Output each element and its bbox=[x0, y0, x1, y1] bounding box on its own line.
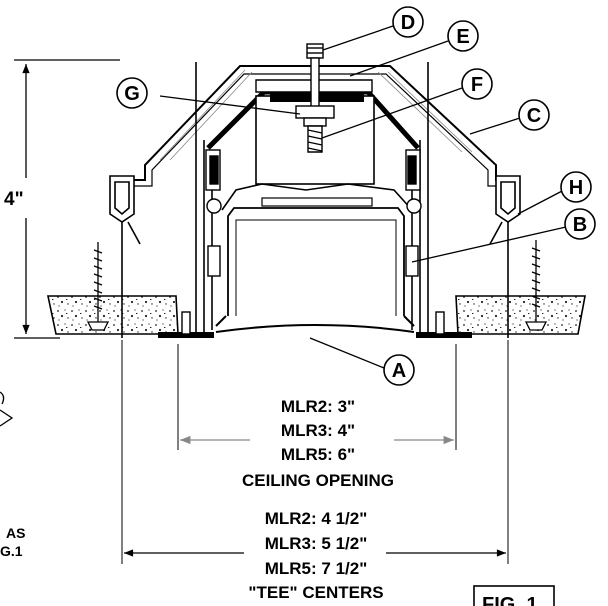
dimension-extension-lines bbox=[121, 340, 509, 564]
trim-flange-left bbox=[158, 332, 214, 338]
tee-centers-mlr3: MLR3: 5 1/2" bbox=[265, 534, 368, 553]
lens bbox=[215, 324, 415, 333]
left-note-line2: G.1 bbox=[0, 543, 23, 559]
callout-f: F bbox=[461, 68, 493, 100]
ceiling-tile-left bbox=[47, 295, 179, 335]
reflector bbox=[221, 183, 413, 211]
callout-e: E bbox=[447, 20, 479, 52]
ceiling-opening-mlr5: MLR5: 6" bbox=[281, 445, 355, 464]
callout-a: A bbox=[383, 354, 415, 386]
tee-centers-caption: "TEE" CENTERS bbox=[248, 583, 383, 602]
ceiling-tile-right bbox=[455, 295, 586, 335]
spring-clip-left bbox=[205, 149, 222, 277]
figure-label-box bbox=[473, 585, 555, 606]
tee-left bbox=[181, 311, 191, 335]
screw-left bbox=[86, 242, 110, 331]
housing-hatch bbox=[159, 69, 473, 161]
ceiling-opening-caption: CEILING OPENING bbox=[242, 471, 394, 490]
callout-f-letter: F bbox=[471, 74, 483, 96]
callout-g: G bbox=[116, 77, 148, 109]
callout-e-letter: E bbox=[456, 26, 469, 48]
reflector-plate bbox=[261, 197, 373, 207]
figure-label: FIG. 1 bbox=[482, 594, 538, 606]
trim-bucket-inner bbox=[235, 219, 397, 316]
spring-clip-right bbox=[405, 149, 422, 277]
bolt-assembly bbox=[295, 43, 335, 153]
callout-a-letter: A bbox=[392, 360, 406, 382]
hanger-clip-left bbox=[109, 175, 141, 338]
callout-h: H bbox=[560, 171, 592, 203]
trim-bucket bbox=[227, 207, 405, 316]
ceiling-opening-mlr2: MLR2: 3" bbox=[281, 397, 355, 416]
callout-d-letter: D bbox=[401, 12, 415, 34]
hanger-clip-right bbox=[489, 175, 521, 338]
callout-leaders bbox=[159, 25, 567, 369]
callout-d: D bbox=[392, 6, 424, 38]
callout-b: B bbox=[564, 208, 596, 240]
tee-centers-mlr2: MLR2: 4 1/2" bbox=[265, 509, 368, 528]
left-edge-arrow-icon bbox=[0, 409, 14, 427]
callout-c-letter: C bbox=[527, 105, 541, 127]
left-note-line1: AS bbox=[6, 525, 25, 541]
ceiling-opening-dimension: MLR2: 3" MLR3: 4" MLR5: 6" CEILING OPENI… bbox=[242, 397, 394, 490]
callout-g-letter: G bbox=[124, 83, 140, 105]
tee-right bbox=[435, 311, 445, 335]
lens-edge bbox=[215, 315, 415, 327]
screw-right bbox=[524, 240, 548, 331]
callout-c: C bbox=[518, 99, 550, 131]
height-dimension-label: 4" bbox=[4, 189, 24, 210]
tee-centers-dimension: MLR2: 4 1/2" MLR3: 5 1/2" MLR5: 7 1/2" "… bbox=[248, 509, 383, 602]
tee-centers-mlr5: MLR5: 7 1/2" bbox=[265, 559, 368, 578]
callout-b-letter: B bbox=[573, 214, 587, 236]
trim-flange-right bbox=[416, 332, 472, 338]
ceiling-opening-mlr3: MLR3: 4" bbox=[281, 421, 355, 440]
callout-h-letter: H bbox=[569, 177, 583, 199]
height-dimension bbox=[14, 59, 120, 339]
left-edge-note: AS G.1 bbox=[0, 391, 25, 559]
